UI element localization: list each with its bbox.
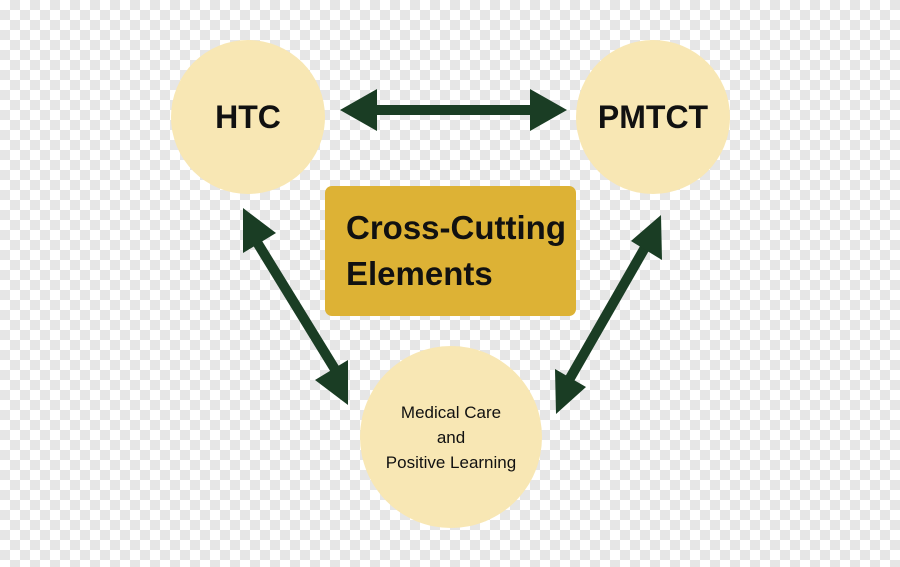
node-medical-care: Medical Care and Positive Learning bbox=[360, 346, 542, 528]
arrowhead-left bbox=[340, 89, 377, 131]
arrowhead-top bbox=[243, 208, 276, 253]
center-label-line-2: Elements bbox=[346, 255, 493, 292]
arrow-htc-pmtct bbox=[340, 89, 567, 131]
node-pmtct: PMTCT bbox=[576, 40, 730, 194]
arrowhead-bottom bbox=[555, 369, 586, 414]
center-label-line-1: Cross-Cutting bbox=[346, 209, 566, 246]
cross-cutting-elements-box: Cross-Cutting Elements bbox=[325, 186, 576, 316]
node-pmtct-label: PMTCT bbox=[597, 98, 709, 135]
arrowhead-top bbox=[631, 215, 662, 260]
arrowhead-bottom bbox=[315, 360, 348, 405]
node-medical-label-line-3: Positive Learning bbox=[385, 452, 517, 472]
arrow-pmtct-medical bbox=[555, 215, 662, 414]
arrowhead-right bbox=[530, 89, 567, 131]
arrow-shaft bbox=[564, 241, 652, 383]
node-htc-label: HTC bbox=[215, 98, 281, 135]
arrow-shaft bbox=[250, 236, 341, 374]
node-htc: HTC bbox=[171, 40, 325, 194]
arrow-htc-medical bbox=[243, 208, 348, 405]
node-medical-label-line-2: and bbox=[436, 427, 466, 447]
node-medical-label-line-1: Medical Care bbox=[400, 402, 502, 422]
